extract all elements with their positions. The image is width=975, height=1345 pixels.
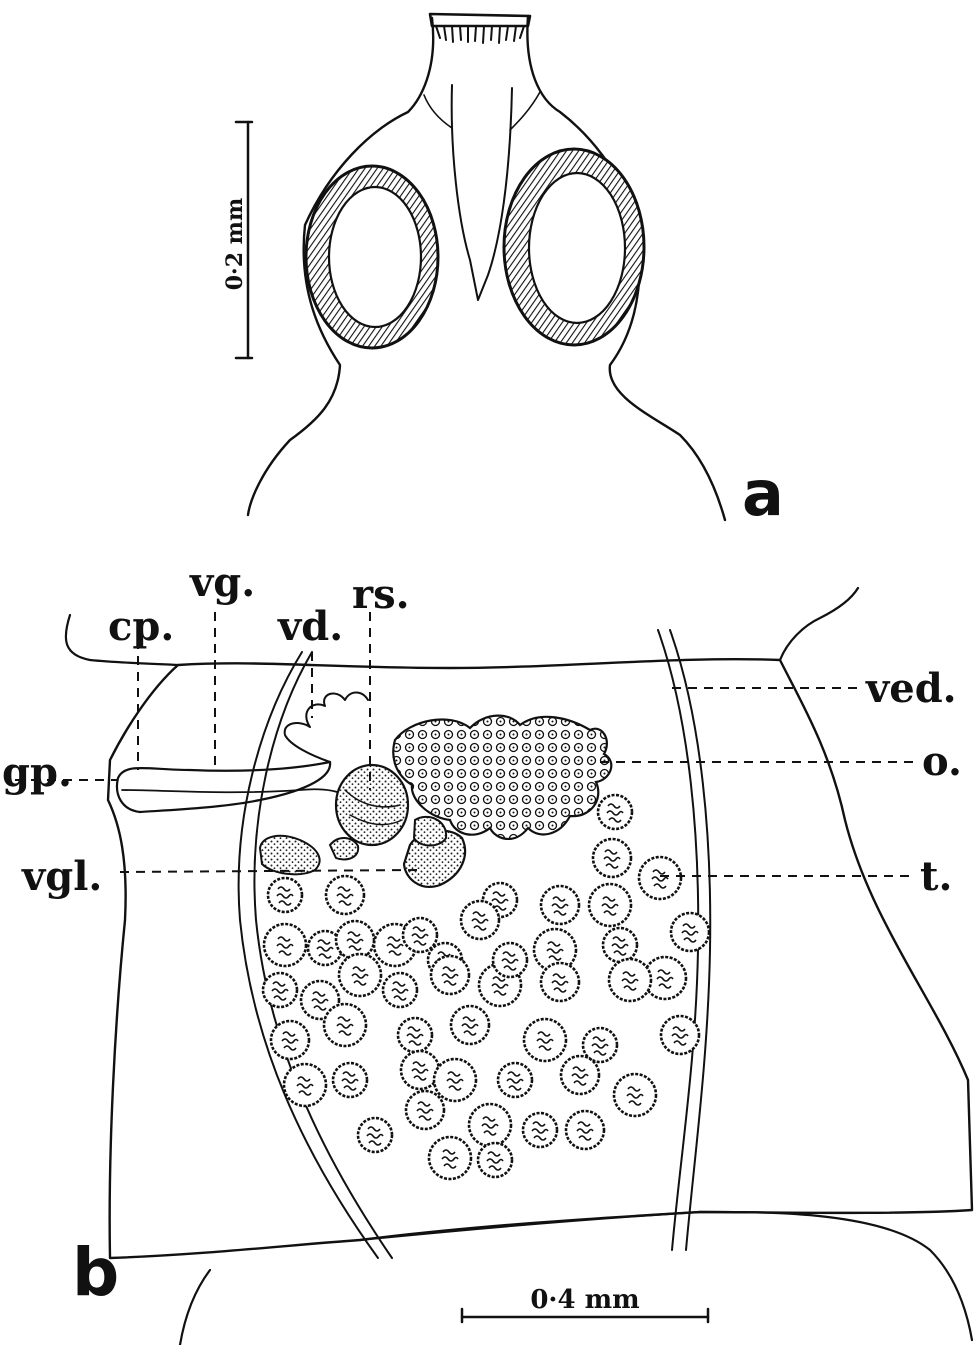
testis — [284, 1064, 326, 1106]
vagina — [122, 789, 345, 795]
label-t: t. — [920, 853, 952, 900]
testis — [333, 1063, 367, 1097]
testis — [541, 963, 579, 1001]
testis — [598, 795, 632, 829]
testis — [401, 1051, 439, 1089]
testis — [469, 1104, 511, 1146]
label-gp: gp. — [2, 749, 72, 796]
testis — [461, 901, 499, 939]
testis — [264, 924, 306, 966]
testis — [603, 928, 637, 962]
label-vgl: vgl. — [21, 853, 102, 900]
testes-group — [263, 795, 709, 1179]
testis — [383, 973, 417, 1007]
scale-label-b: 0·4 mm — [530, 1285, 639, 1315]
testis — [326, 876, 364, 914]
label-vg: vg. — [189, 559, 255, 606]
panel-a: 0·2 mm a — [222, 14, 784, 530]
testis — [429, 1137, 471, 1179]
scale-bar-b: 0·4 mm — [462, 1285, 708, 1322]
cirrus-pouch — [117, 762, 330, 812]
testis — [498, 1063, 532, 1097]
testis — [493, 943, 527, 977]
rostellar-hooks — [436, 26, 524, 43]
testis — [263, 973, 297, 1007]
scale-label-a: 0·2 mm — [222, 198, 248, 291]
testis — [451, 1006, 489, 1044]
testis — [336, 921, 374, 959]
testis — [671, 913, 709, 951]
rostellum — [430, 14, 530, 26]
testis — [403, 918, 437, 952]
testis — [271, 1021, 309, 1059]
panel-a-letter: a — [742, 457, 784, 530]
testis — [639, 857, 681, 899]
testis — [609, 959, 651, 1001]
testis — [398, 1018, 432, 1052]
label-rs: rs. — [352, 571, 410, 618]
testis — [561, 1056, 599, 1094]
testis — [324, 1004, 366, 1046]
label-vd: vd. — [277, 603, 343, 650]
testis — [431, 956, 469, 994]
testis — [661, 1016, 699, 1054]
testis — [434, 1059, 476, 1101]
testis — [406, 1091, 444, 1129]
label-cp: cp. — [108, 603, 174, 650]
label-o: o. — [922, 738, 962, 785]
testis — [593, 839, 631, 877]
testis — [614, 1074, 656, 1116]
vas-deferens — [285, 693, 368, 763]
testis — [524, 1019, 566, 1061]
testis — [566, 1111, 604, 1149]
label-ved: ved. — [865, 665, 957, 712]
scale-bar-a: 0·2 mm — [222, 122, 252, 358]
testis — [589, 884, 631, 926]
testis — [541, 886, 579, 924]
testis — [268, 878, 302, 912]
panel-b-letter: b — [72, 1234, 119, 1311]
testis — [478, 1143, 512, 1177]
testis — [358, 1118, 392, 1152]
testis — [339, 954, 381, 996]
testis — [523, 1113, 557, 1147]
